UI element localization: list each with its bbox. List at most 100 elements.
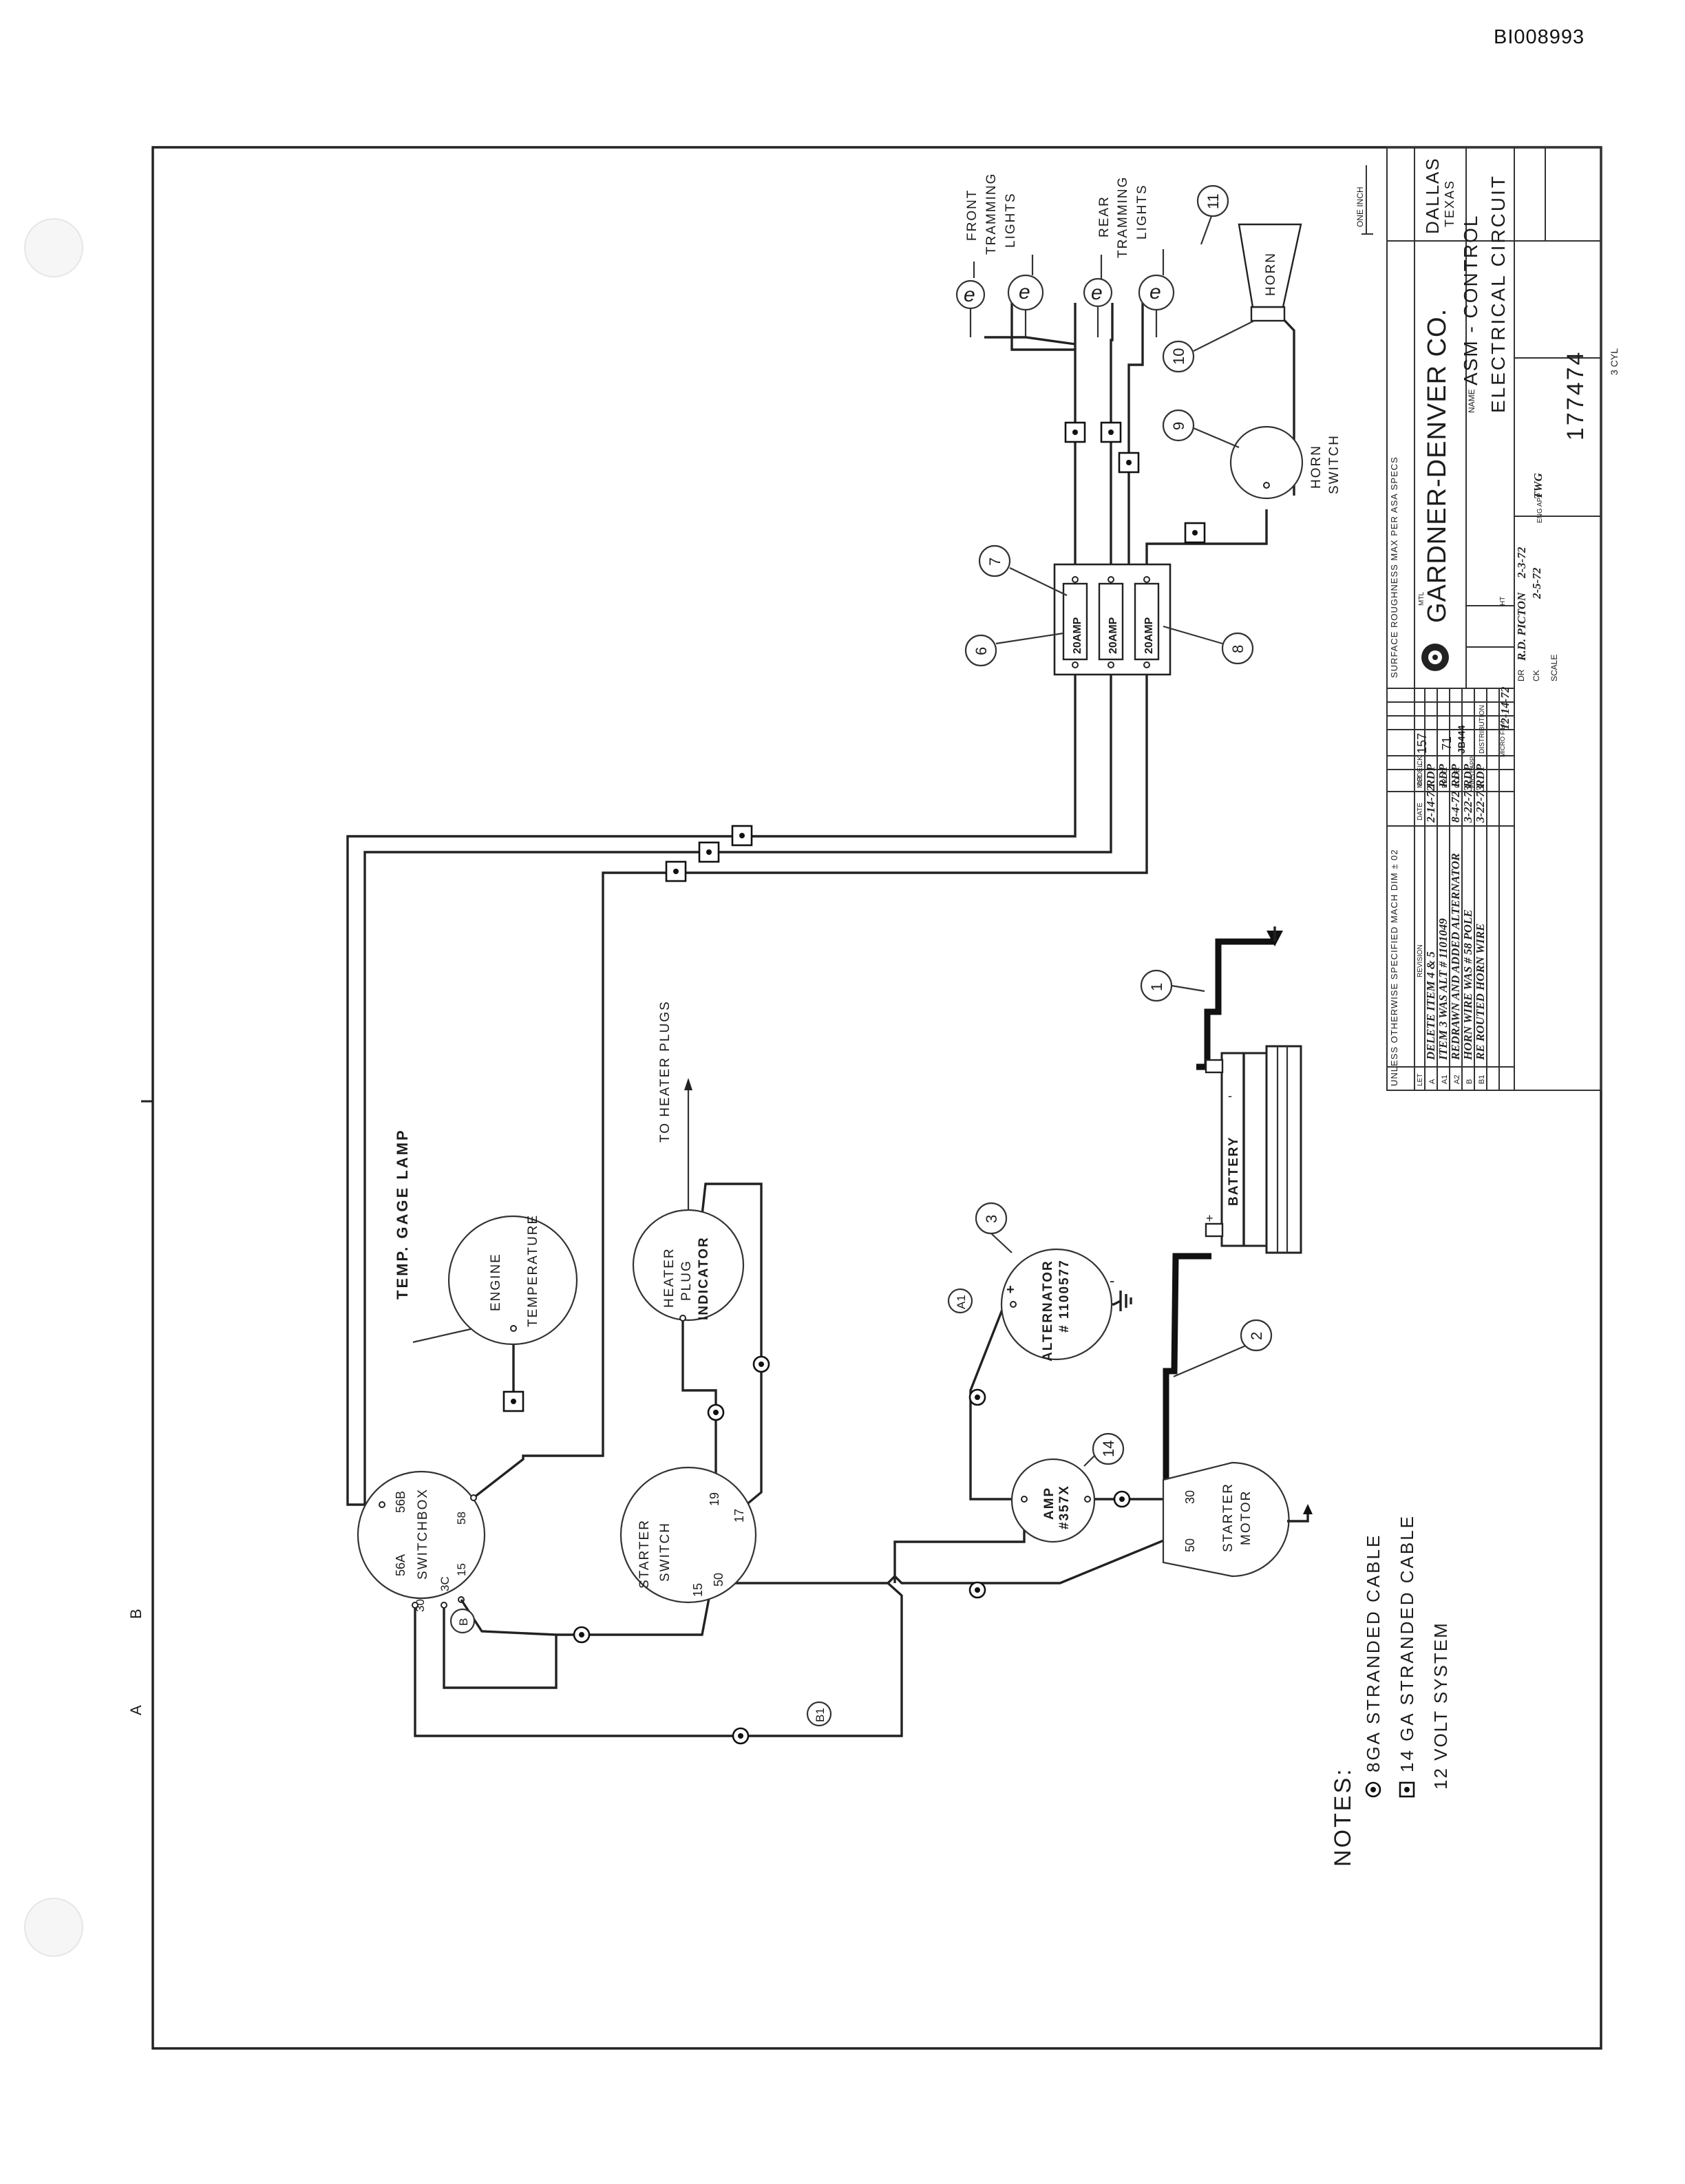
title-block (1361, 147, 1602, 1091)
rev-dr-1: RDP (1437, 763, 1450, 788)
ht-label: HT (1499, 597, 1507, 606)
sb-term-b (470, 1494, 477, 1501)
horn-switch-terminal (1263, 482, 1270, 489)
rev-text-4: RE ROUTED HORN WIRE (1474, 923, 1487, 1061)
horn-label: HORN (1264, 252, 1278, 296)
temp-terminal (510, 1325, 517, 1332)
rev-marker-b1-circle (806, 1701, 832, 1727)
svg-text:e: e (1091, 282, 1103, 304)
alternator-label: ALTERNATOR (1041, 1260, 1055, 1361)
rev-let-3: B (1465, 1079, 1474, 1084)
cable-battery-minus (1196, 938, 1275, 1070)
rev-marker-b1: B1 (814, 1708, 827, 1722)
callouts: 1 2 3 6 7 8 9 10 11 (964, 184, 1273, 1467)
wire-horn-switch (1145, 509, 1268, 580)
eng-label: ENG APP (1536, 493, 1544, 523)
starter-switch-terminal-15: 15 (691, 1583, 705, 1597)
one-inch-label: ONE INCH (1355, 187, 1365, 227)
notes-block: NOTES: 8GA STRANDED CABLE 14 GA STRANDED… (1330, 1514, 1451, 1867)
rear-lights-label-2: TRAMMING (1116, 176, 1130, 258)
starter-switch-label-2: SWITCH (658, 1522, 672, 1582)
code-value: JB444 (1456, 725, 1467, 754)
lamp-leader (412, 1327, 474, 1344)
heater-plugs-arrow (684, 1078, 692, 1090)
rev-date-2: 8-4-72 (1449, 791, 1462, 823)
punch-hole-top (24, 218, 83, 277)
rev-marker-a1: A1 (955, 1295, 968, 1309)
wire-rear-lights (1110, 303, 1114, 580)
rev-header-revision: REVISION (1417, 944, 1424, 977)
starter-terminal-30: 30 (1183, 1490, 1197, 1504)
starter-motor-label-1: STARTER (1221, 1483, 1236, 1552)
switchbox-terminal-15: 15 (455, 1563, 468, 1576)
wiring-14ga (346, 301, 1295, 1737)
fuse-label-2: 20AMP (1108, 617, 1119, 654)
title-line-1: ASM - CONTROL (1460, 215, 1481, 385)
amp-term-2 (1084, 1496, 1091, 1503)
rev-dr-2: RDP (1449, 763, 1462, 788)
first-app-label: FIRST APPL (1469, 753, 1476, 788)
switchbox-terminal-58: 58 (455, 1512, 468, 1525)
engine-label: ENGINE (489, 1253, 503, 1311)
wire-front-lights (1010, 303, 1077, 580)
wire-amp-p (893, 1501, 1026, 1583)
wire-markers-14ga (502, 421, 1206, 1412)
svg-text:e: e (1019, 281, 1030, 304)
temp-gage-lamp-label: TEMP. GAGE LAMP (394, 1128, 411, 1300)
tolerance-note: UNLESS OTHERWISE SPECIFIED MACH DIM ± 02 (1389, 849, 1399, 1086)
rev-header-dr: DR (1417, 776, 1424, 786)
rear-lights-label-1: REAR (1097, 195, 1112, 237)
alternator-ground-icon (1119, 1291, 1132, 1311)
battery-minus: - (1228, 1089, 1232, 1103)
front-lights-label-2: TRAMMING (984, 173, 999, 255)
temperature-label: TEMPERATURE (526, 1214, 540, 1327)
ck-date: 2-5-72 (1530, 567, 1543, 600)
starter-switch-terminal-19: 19 (708, 1492, 721, 1506)
dr-label: DR (1516, 669, 1526, 681)
wire-markers-8ga (573, 1355, 1131, 1745)
svg-text:e: e (1149, 281, 1161, 304)
sb-term-a (379, 1501, 385, 1508)
rear-lights-label-3: LIGHTS (1135, 184, 1149, 240)
wire-58-to-fuse3 (472, 672, 1148, 1499)
heater-terminal (679, 1315, 686, 1322)
rev-date-3: 3-22-73 (1461, 785, 1474, 823)
indicator-label: INDICATOR (697, 1236, 711, 1320)
front-lights-label-3: LIGHTS (1004, 192, 1018, 248)
callout-8: 8 (1229, 645, 1247, 653)
rear-tramming-lights: e e (1083, 249, 1175, 337)
rev-marker-b: B (457, 1618, 470, 1626)
callout-14: 14 (1100, 1441, 1117, 1457)
rev-text-1: ITEM 3 WAS ALT # 1101049 (1437, 918, 1450, 1061)
microfilm-label: MICRO FILM (1499, 721, 1506, 757)
prod-label: PROD (1441, 768, 1449, 788)
horn-switch-label-1: HORN (1309, 445, 1324, 489)
battery (1205, 1045, 1302, 1254)
starter-switch-terminal-17: 17 (732, 1509, 746, 1523)
scale-label: SCALE (1549, 655, 1559, 681)
microfilm-date: 12-14-72 (1498, 686, 1512, 730)
surface-note: SURFACE ROUGHNESS MAX PER ASA SPECS (1389, 456, 1399, 678)
wire-to-fuse2 (363, 672, 1112, 1505)
dwg-number: 177474 (1562, 350, 1589, 441)
rev-dr-4: RDP (1474, 763, 1487, 788)
to-heater-plugs-label: TO HEATER PLUGS (658, 1000, 672, 1143)
rev-header-ck: CK (1417, 756, 1424, 765)
fuse-label-1: 20AMP (1072, 617, 1083, 654)
starter-switch-label-1: STARTER (637, 1519, 652, 1589)
heater-label: HEATER (662, 1247, 677, 1308)
starter-terminal-50: 50 (1183, 1538, 1197, 1552)
note-8ga: 8GA STRANDED CABLE (1363, 1534, 1384, 1772)
rev-text-0: DELETE ITEM 4 & 5 (1424, 951, 1437, 1061)
alternator-part-label: # 1100577 (1057, 1259, 1072, 1333)
rev-date-4: 3-22-73 (1474, 785, 1487, 823)
margin-mark-a: A (127, 1705, 145, 1715)
callout-11: 11 (1205, 193, 1222, 209)
amp-label: AMP (1042, 1487, 1057, 1520)
starter-ground-icon (1287, 1504, 1313, 1523)
eng-value: TWG (1532, 473, 1545, 500)
rev-text-3: HORN WIRE WAS # 58 POLE (1461, 909, 1474, 1061)
wire-switchbox-30 (414, 1582, 903, 1737)
distribution-label: DISTRIBUTION (1479, 705, 1486, 754)
